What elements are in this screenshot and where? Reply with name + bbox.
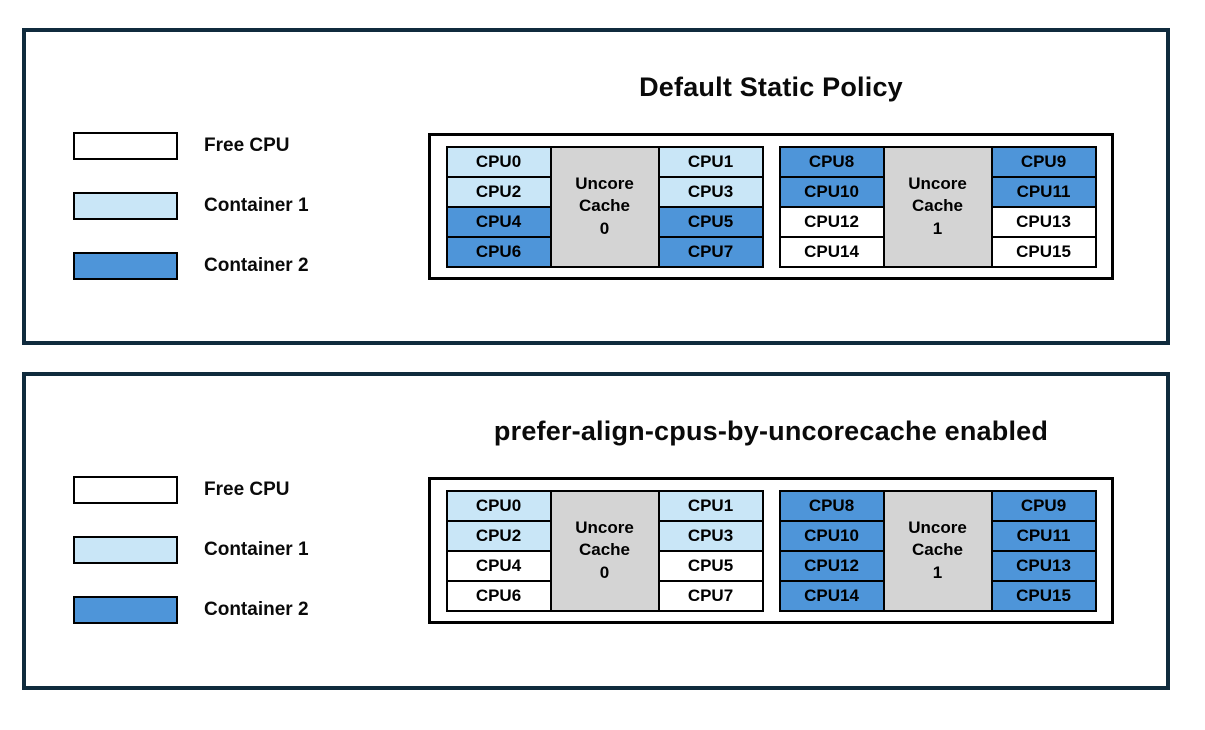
legend-label-container-1: Container 1: [204, 539, 309, 560]
uncore-cache-1-box: Uncore Cache 1: [882, 489, 993, 612]
legend-label-free-cpu: Free CPU: [204, 135, 290, 156]
uncore-cache-1-box: Uncore Cache 1: [882, 145, 993, 268]
cpu-cell: CPU0: [445, 489, 552, 522]
cpu-cell: CPU13: [990, 549, 1097, 582]
cpu-cell: CPU12: [778, 205, 885, 238]
uncore-cache-1-group: CPU8 CPU10 CPU12 CPU14 Uncore Cache 1 CP…: [778, 489, 1097, 612]
uncore-cache-0-group: CPU0 CPU2 CPU4 CPU6 Uncore Cache 0 CPU1 …: [445, 145, 764, 268]
cpu-cell: CPU15: [990, 579, 1097, 612]
legend-label-container-1: Container 1: [204, 195, 309, 216]
cpu-cell: CPU8: [778, 489, 885, 522]
uncore-cache-0-box: Uncore Cache 0: [549, 145, 660, 268]
cpu-cell: CPU11: [990, 175, 1097, 208]
legend: Free CPU Container 1 Container 2: [73, 130, 309, 310]
panel-default-static-policy: Default Static Policy Free CPU Container…: [22, 28, 1170, 345]
cpu-cell: CPU6: [445, 235, 552, 268]
cpu-column-right: CPU1 CPU3 CPU5 CPU7: [657, 489, 764, 612]
cpu-cell: CPU13: [990, 205, 1097, 238]
legend-item-free-cpu: Free CPU: [73, 130, 309, 162]
legend-item-container-1: Container 1: [73, 190, 309, 222]
cpu-column-left: CPU0 CPU2 CPU4 CPU6: [445, 489, 552, 612]
cpu-cell: CPU7: [657, 235, 764, 268]
cpu-cell: CPU12: [778, 549, 885, 582]
cpu-cell: CPU1: [657, 489, 764, 522]
legend-swatch-free-cpu: [73, 476, 178, 504]
cpu-column-right: CPU9 CPU11 CPU13 CPU15: [990, 145, 1097, 268]
panel-uncorecache-enabled: prefer-align-cpus-by-uncorecache enabled…: [22, 372, 1170, 690]
panel-title: prefer-align-cpus-by-uncorecache enabled: [493, 416, 1049, 446]
cpu-cell: CPU2: [445, 175, 552, 208]
legend-swatch-container-2: [73, 252, 178, 280]
legend-label-container-2: Container 2: [204, 599, 309, 620]
legend-item-container-1: Container 1: [73, 534, 309, 566]
cpu-column-left: CPU8 CPU10 CPU12 CPU14: [778, 489, 885, 612]
cpu-cell: CPU2: [445, 519, 552, 552]
cpu-column-right: CPU1 CPU3 CPU5 CPU7: [657, 145, 764, 268]
legend-item-free-cpu: Free CPU: [73, 474, 309, 506]
cpu-cell: CPU15: [990, 235, 1097, 268]
uncore-cache-0-group: CPU0 CPU2 CPU4 CPU6 Uncore Cache 0 CPU1 …: [445, 489, 764, 612]
legend-item-container-2: Container 2: [73, 594, 309, 626]
cpu-topology-diagram: CPU0 CPU2 CPU4 CPU6 Uncore Cache 0 CPU1 …: [428, 477, 1114, 624]
cpu-cell: CPU14: [778, 235, 885, 268]
cpu-cell: CPU9: [990, 145, 1097, 178]
cpu-cell: CPU11: [990, 519, 1097, 552]
cpu-cell: CPU6: [445, 579, 552, 612]
cpu-cell: CPU9: [990, 489, 1097, 522]
cpu-cell: CPU7: [657, 579, 764, 612]
panel-title: Default Static Policy: [639, 72, 903, 102]
cpu-column-left: CPU0 CPU2 CPU4 CPU6: [445, 145, 552, 268]
cpu-column-right: CPU9 CPU11 CPU13 CPU15: [990, 489, 1097, 612]
cpu-cell: CPU5: [657, 205, 764, 238]
legend-swatch-container-1: [73, 192, 178, 220]
cpu-cell: CPU1: [657, 145, 764, 178]
legend-item-container-2: Container 2: [73, 250, 309, 282]
legend-label-free-cpu: Free CPU: [204, 479, 290, 500]
legend: Free CPU Container 1 Container 2: [73, 474, 309, 654]
cpu-cell: CPU4: [445, 549, 552, 582]
legend-label-container-2: Container 2: [204, 255, 309, 276]
cpu-cell: CPU4: [445, 205, 552, 238]
uncore-cache-0-box: Uncore Cache 0: [549, 489, 660, 612]
cpu-column-left: CPU8 CPU10 CPU12 CPU14: [778, 145, 885, 268]
cpu-cell: CPU0: [445, 145, 552, 178]
cpu-cell: CPU14: [778, 579, 885, 612]
cpu-cell: CPU3: [657, 519, 764, 552]
legend-swatch-container-2: [73, 596, 178, 624]
uncore-cache-1-group: CPU8 CPU10 CPU12 CPU14 Uncore Cache 1 CP…: [778, 145, 1097, 268]
cpu-topology-diagram: CPU0 CPU2 CPU4 CPU6 Uncore Cache 0 CPU1 …: [428, 133, 1114, 280]
cpu-cell: CPU10: [778, 175, 885, 208]
legend-swatch-container-1: [73, 536, 178, 564]
cpu-cell: CPU8: [778, 145, 885, 178]
cpu-cell: CPU3: [657, 175, 764, 208]
cpu-cell: CPU10: [778, 519, 885, 552]
legend-swatch-free-cpu: [73, 132, 178, 160]
cpu-cell: CPU5: [657, 549, 764, 582]
